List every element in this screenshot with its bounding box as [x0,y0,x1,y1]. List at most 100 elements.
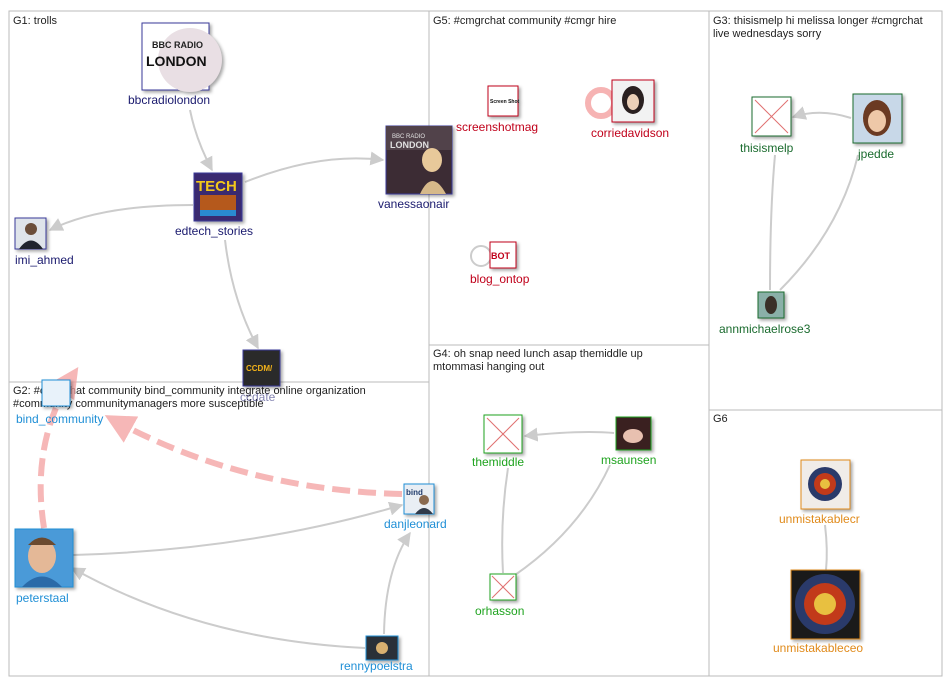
missing-image-icon [489,573,517,601]
missing-image-icon [751,96,792,137]
node-bbcradiolondon[interactable]: BBC RADIO LONDON bbcradiolondon [128,22,222,107]
node-unmistakableceo[interactable]: unmistakableceo [773,569,863,655]
node-jpedde[interactable]: jpedde [852,93,903,161]
node-edtech-stories[interactable]: TECH edtech_stories [175,172,253,238]
group-g3-title: G3: thisismelp hi melissa longer #cmgrch… [713,15,923,27]
node-label-danjleonard: danjleonard [384,517,447,531]
node-peterstaal[interactable]: peterstaal [14,528,74,605]
edge-rennypoelstra-peterstaal [70,567,366,649]
missing-image-icon [483,414,523,454]
node-imi-ahmed[interactable]: imi_ahmed [14,217,74,267]
group-g3-panel [708,10,943,411]
node-label-bbcradiolondon: bbcradiolondon [128,93,210,107]
node-label-blog-ontop: blog_ontop [470,272,530,286]
svg-text:BBC RADIO: BBC RADIO [392,134,425,140]
node-danjleonard[interactable]: bind danjleonard [384,483,447,531]
node-label-corriedavidson: corriedavidson [591,126,669,140]
edge-msaunsen-themiddle [523,427,615,442]
group-g1-title: G1: trolls [13,15,58,27]
svg-text:CCDM/: CCDM/ [246,364,273,373]
node-annmichaelrose3[interactable]: annmichaelrose3 [719,291,811,336]
edge-unmistakablecr-unmistakableceo [824,524,828,571]
edge-danjleonard-bind-community [104,415,403,497]
node-blog-ontop[interactable]: BOT blog_ontop [470,241,530,286]
bbc-radio-london-logo: BBC RADIO LONDON [141,22,222,92]
node-label-annmichaelrose3: annmichaelrose3 [719,322,811,336]
node-label-themiddle: themiddle [472,455,524,469]
edge-edtech-stories-ccdate [224,239,259,350]
node-label-rennypoelstra: rennypoelstra [340,659,413,673]
node-ccdate[interactable]: CCDM/ ccdate [240,349,281,404]
annmichaelrose3-avatar [757,291,785,319]
edge-orhasson-themiddle [501,467,509,574]
group-g2-title-line2: #community communitymanagers more suscep… [13,398,264,410]
group-g5-title: G5: #cmgrchat community #cmgr hire [433,15,616,27]
node-label-imi-ahmed: imi_ahmed [15,253,74,267]
node-label-msaunsen: msaunsen [601,453,656,467]
node-label-jpedde: jpedde [857,147,894,161]
bind-community-avatar [41,379,71,407]
node-label-ccdate: ccdate [240,390,276,404]
node-orhasson[interactable]: orhasson [475,573,524,618]
node-msaunsen[interactable]: msaunsen [601,416,656,467]
node-label-peterstaal: peterstaal [16,591,69,605]
nodes: BBC RADIO LONDON bbcradiolondon BBC RADI… [14,22,903,673]
svg-text:TECH: TECH [196,178,237,195]
jpedde-avatar [852,93,903,144]
node-label-bind-community: bind_community [16,412,103,426]
node-label-orhasson: orhasson [475,604,524,618]
node-label-edtech-stories: edtech_stories [175,224,253,238]
blog-ontop-logo: BOT [489,241,517,269]
node-label-vanessaonair: vanessaonair [378,197,449,211]
edge-blog-ontop-self [470,245,492,267]
edge-rennypoelstra-danjleonard [383,531,411,635]
edge-jpedde-thisismelp [791,106,852,120]
imi-ahmed-avatar [14,217,47,250]
edtech-stories-logo: TECH [193,172,243,222]
peterstaal-avatar [14,528,74,588]
group-g2-title: G2: #cmgrchat community bind_community i… [13,385,366,397]
edge-annmichaelrose3-jpedde [779,154,859,291]
group-g4-title: G4: oh snap need lunch asap themiddle up [433,348,643,360]
group-g6-panel [708,409,943,677]
node-label-unmistakableceo: unmistakableceo [773,641,863,655]
node-label-unmistakablecr: unmistakablecr [779,512,860,526]
group-g5-panel [428,10,710,346]
edge-peterstaal-danjleonard [72,501,404,556]
edge-bbcradiolondon-edtech-stories [189,109,213,172]
group-titles: G1: trolls G2: #cmgrchat community bind_… [13,15,923,425]
group-g3-title-line2: live wednesdays sorry [713,28,822,40]
node-corriedavidson[interactable]: corriedavidson [591,79,669,140]
node-themiddle[interactable]: themiddle [472,414,524,469]
edge-annmichaelrose3-thisismelp [769,154,776,291]
edge-corriedavidson-self [585,87,617,119]
node-rennypoelstra[interactable]: rennypoelstra [340,635,413,673]
edge-orhasson-msaunsen [514,464,611,576]
node-label-screenshotmag: screenshotmag [456,120,538,134]
ccdate-logo: CCDM/ [242,349,281,387]
svg-text:BBC RADIO: BBC RADIO [152,40,203,50]
rennypoelstra-avatar [365,635,399,661]
node-vanessaonair[interactable]: BBC RADIO LONDON vanessaonair [378,125,453,211]
msaunsen-avatar [615,416,652,451]
group-g4-title-line2: mtommasi hanging out [433,361,544,373]
edge-edtech-stories-vanessaonair [244,151,385,183]
svg-text:BOT: BOT [491,251,511,261]
edges [37,87,859,649]
node-screenshotmag[interactable]: Screen Shot screenshotmag [456,85,538,134]
unmistakableceo-avatar [790,569,861,640]
corriedavidson-avatar [611,79,655,123]
screenshot-mag-logo: Screen Shot [487,85,520,117]
node-unmistakablecr[interactable]: unmistakablecr [779,459,860,526]
node-bind-community[interactable]: bind_community [16,379,103,426]
node-label-thisismelp: thisismelp [740,141,794,155]
vanessaonair-avatar: BBC RADIO LONDON [385,125,453,195]
group-g6-title: G6 [713,413,728,425]
danjleonard-avatar: bind [403,483,435,515]
svg-text:Screen Shot: Screen Shot [490,99,520,105]
unmistakablecr-avatar [800,459,851,510]
node-thisismelp[interactable]: thisismelp [740,96,794,155]
svg-text:LONDON: LONDON [146,53,207,69]
svg-text:bind: bind [406,488,423,497]
